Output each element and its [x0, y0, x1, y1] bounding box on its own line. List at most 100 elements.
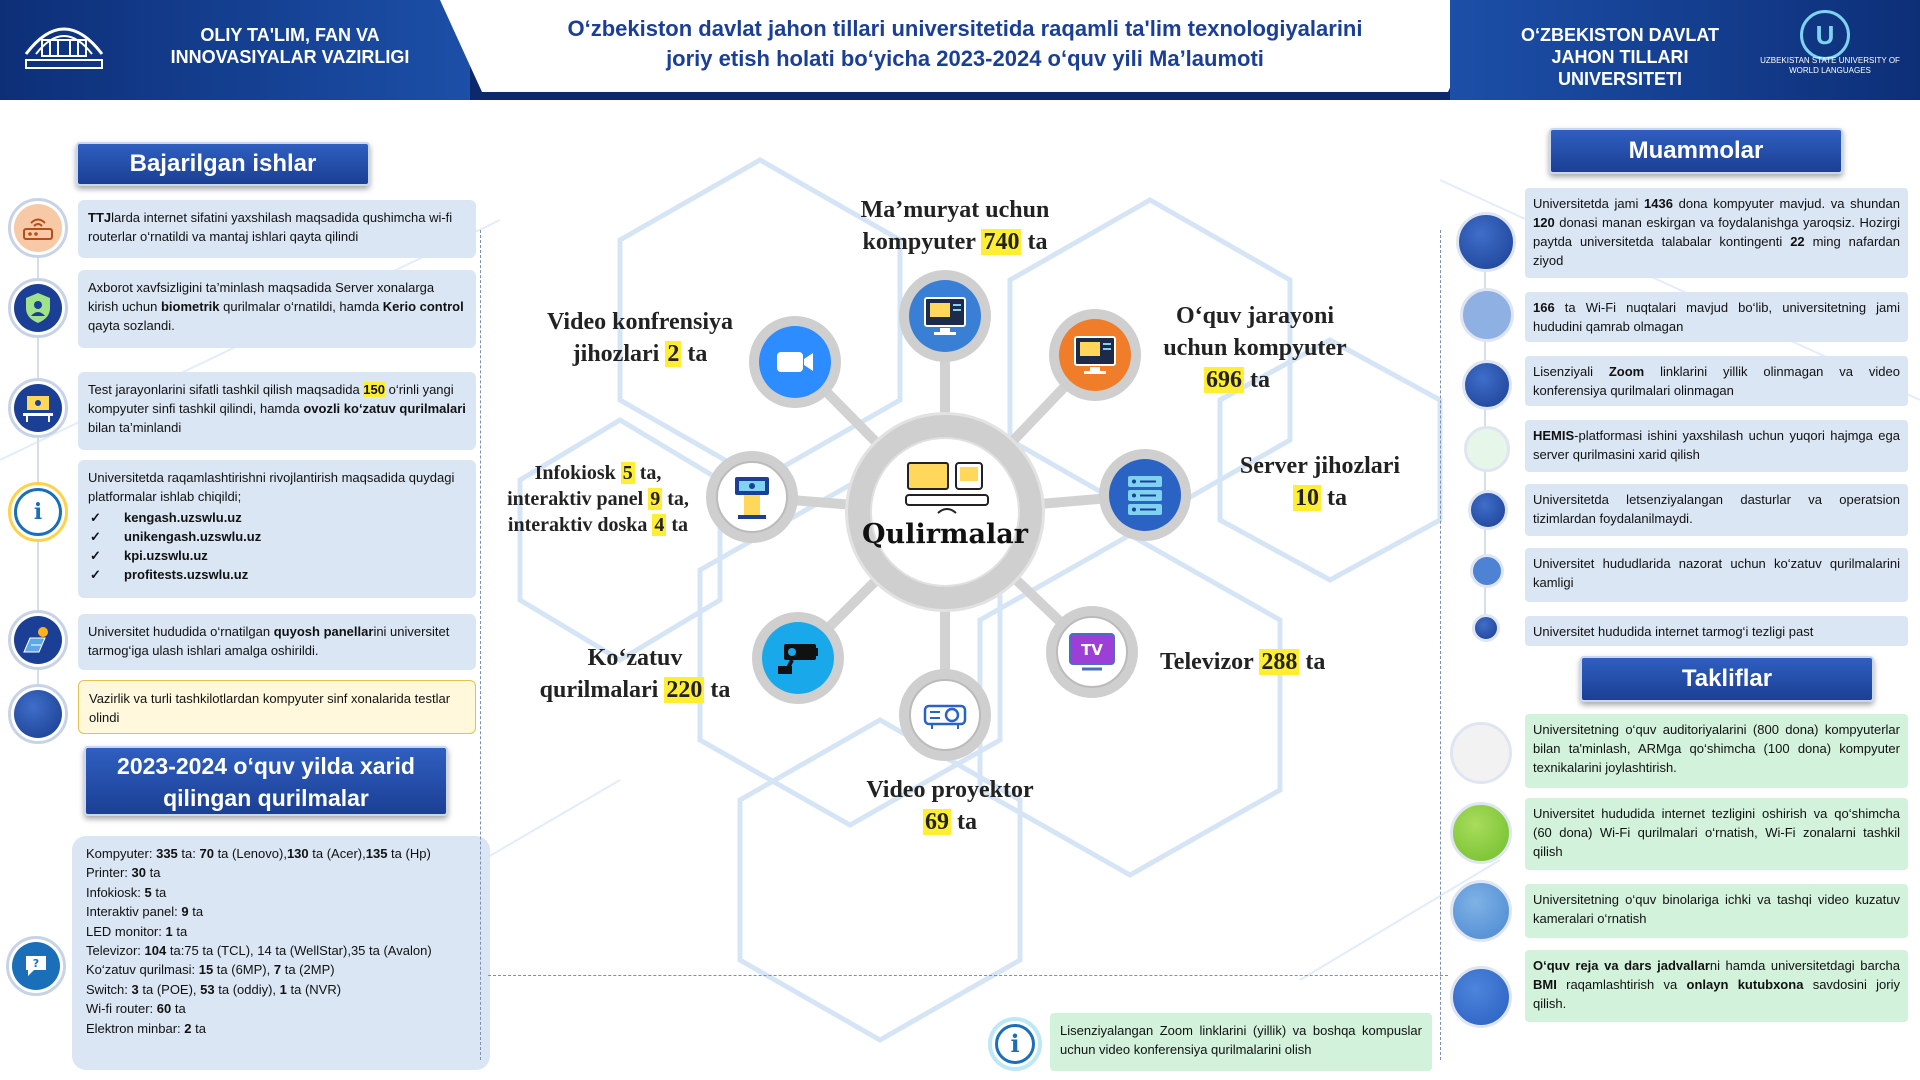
- item2-text-c: qurilmalar o‘rnatildi, hamda: [219, 299, 383, 314]
- purchase-unit: ta (NVR): [286, 981, 342, 997]
- purchase-label: Printer:: [86, 865, 132, 881]
- computer-class-icon: [8, 378, 68, 438]
- node-admin-computers: [899, 270, 991, 362]
- purchase-row-panel: Interaktiv panel: 9 ta: [86, 902, 476, 921]
- monitor-icon: [924, 297, 966, 335]
- purchase-row-minbar: Elektron minbar: 2 ta: [86, 1019, 476, 1038]
- tv-unit: ta: [1299, 649, 1326, 675]
- label-tv: Televizor 288 ta: [1160, 646, 1380, 678]
- board-unit: ta: [666, 514, 689, 536]
- purchase-value: 135: [365, 846, 388, 861]
- purchase-row-infokiosk: Infokiosk: 5 ta: [86, 883, 476, 902]
- proposal-marker-2: [1450, 802, 1512, 864]
- purchase-unit: ta: [171, 1001, 186, 1017]
- purchase-unit: ta (oddiy),: [214, 981, 280, 997]
- item4-text: Universitetda raqamlashtirishni rivojlan…: [88, 470, 455, 504]
- solar-panel-icon: [8, 610, 68, 670]
- purchase-value: 1: [165, 923, 173, 939]
- purchase-unit: ta (6MP),: [213, 962, 274, 978]
- proposal-item-3: Universitetning o‘quv binolariga ichki v…: [1525, 884, 1908, 938]
- projector-unit: ta: [951, 809, 977, 835]
- proposal-marker-3: [1450, 880, 1512, 942]
- purchase-value: 5: [144, 884, 152, 900]
- platform-link-kengash[interactable]: kengash.uzswlu.uz: [88, 508, 466, 527]
- purchase-row-tv: Televizor: 104 ta:75 ta (TCL), 14 ta (We…: [86, 941, 476, 960]
- p1-text: Universitetda jami: [1533, 196, 1645, 211]
- purchase-unit: ta:75 ta (TCL), 14 ta (WellStar),35 ta (…: [166, 943, 432, 959]
- platform-link-unikengash[interactable]: unikengash.uzswlu.uz: [88, 527, 466, 546]
- university-header: O‘ZBEKISTON DAVLAT JAHON TILLARI UNIVERS…: [1450, 0, 1920, 100]
- purchase-unit: ta: [191, 1020, 206, 1036]
- platform-link-kpi[interactable]: kpi.uzswlu.uz: [88, 546, 466, 565]
- left-divider: [480, 230, 481, 1060]
- platform-link-profitests[interactable]: profitests.uzswlu.uz: [88, 565, 466, 584]
- server-icon: [1128, 476, 1162, 515]
- p6-text: Universitet hududlarida nazorat uchun ko…: [1533, 556, 1900, 590]
- edu-label-line2: uchun kompyuter: [1163, 335, 1347, 361]
- problem-item-6: Universitet hududlarida nazorat uchun ko…: [1525, 548, 1908, 602]
- item3-bold-b: 150: [363, 382, 385, 397]
- completed-item-6: Vazirlik va turli tashkilotlardan kompyu…: [78, 680, 476, 734]
- node-server: [1099, 449, 1191, 541]
- purchase-unit: ta: [145, 865, 161, 881]
- router-icon: [8, 198, 68, 258]
- s3-text: Universitetning o‘quv binolariga ichki v…: [1533, 892, 1900, 926]
- node-camera: [752, 612, 844, 704]
- problem-marker-7: [1472, 614, 1500, 642]
- proposal-item-1: Universitetning o‘quv auditoriyalarini (…: [1525, 714, 1908, 788]
- purchase-value: 2: [184, 1020, 192, 1036]
- ministry-header: OLIY TA'LIM, FAN VA INNOVASIYALAR VAZIRL…: [0, 0, 470, 100]
- problem-item-7: Universitet hududida internet tarmog‘i t…: [1525, 616, 1908, 646]
- hub-label: Qulirmalar: [862, 519, 1028, 550]
- item3-text-e: bilan ta’minlandi: [88, 420, 182, 435]
- item3-bold-d: ovozli ko‘zatuv qurilmalari: [303, 401, 466, 416]
- label-admin-computers: Ma’muryat uchun kompyuter 740 ta: [820, 194, 1090, 258]
- purchase-unit: ta (POE),: [138, 981, 201, 997]
- proposal-item-4: O‘quv reja va dars jadvallarni hamda uni…: [1525, 950, 1908, 1022]
- label-kiosk: Infokiosk 5 ta, interaktiv panel 9 ta, i…: [498, 460, 698, 538]
- projector-label-line1: Video proyektor: [866, 777, 1034, 803]
- purchase-label: Televizor:: [86, 943, 145, 959]
- item3-text-a: Test jarayonlarini sifatli tashkil qilis…: [88, 382, 364, 397]
- svg-text:TV: TV: [1081, 641, 1103, 659]
- edu-unit: ta: [1244, 367, 1270, 393]
- chat-glyph: ?: [26, 956, 46, 976]
- s4-text: savdosini joriy qilish.: [1533, 977, 1900, 1011]
- purchase-value: 1: [279, 981, 287, 997]
- projector-count: 69: [923, 809, 951, 835]
- item1-text: larda internet sifatini yaxshilash maqsa…: [88, 210, 453, 244]
- tv-label: Televizor: [1160, 649, 1260, 675]
- problem-marker-5: [1468, 490, 1508, 530]
- item2-text-e: qayta sozlandi.: [88, 318, 175, 333]
- camera-count: 220: [664, 677, 705, 703]
- purchase-unit: ta: [188, 904, 204, 920]
- kiosk-count: 5: [620, 462, 635, 484]
- p1-value: 22: [1790, 234, 1805, 249]
- security-shield-icon: [8, 278, 68, 338]
- s4-text: ni hamda universitetdagi barcha: [1709, 958, 1900, 973]
- kiosk-unit: ta,: [634, 462, 662, 484]
- purchase-unit: ta: [151, 884, 167, 900]
- purchases-title-line2: qilingan qurilmalar: [163, 785, 369, 811]
- completed-work-title: Bajarilgan ishlar: [76, 142, 370, 186]
- problem-marker-1: [1456, 212, 1516, 272]
- purchases-list: Kompyuter: 335 ta: 70 ta (Lenovo),130 ta…: [72, 836, 490, 1070]
- s4-bold: O‘quv reja va dars jadvallar: [1533, 958, 1710, 973]
- purchase-row-printer: Printer: 30 ta: [86, 863, 476, 882]
- infokiosk-icon: [735, 477, 769, 519]
- purchase-unit: ta (Hp): [387, 846, 431, 861]
- node-edu-computers: [1049, 309, 1141, 401]
- item2-text-a: Axborot xavfsizligini ta’minlash maqsadi…: [88, 280, 435, 314]
- ministry-title: OLIY TA'LIM, FAN VA INNOVASIYALAR VAZIRL…: [170, 25, 410, 67]
- computer-class-glyph: [23, 396, 53, 422]
- purchase-value: 60: [156, 1001, 172, 1017]
- problem-marker-3: [1462, 360, 1512, 410]
- proposals-title: Takliflar: [1580, 656, 1874, 702]
- tv-count: 288: [1259, 649, 1300, 675]
- bottom-divider: [488, 975, 1448, 976]
- p2-text: ta Wi-Fi nuqtalari mavjud bo‘lib, univer…: [1533, 300, 1900, 334]
- problem-item-5: Universitetda letsenziyalangan dasturlar…: [1525, 484, 1908, 536]
- purchase-label: Infokiosk:: [86, 884, 145, 900]
- right-divider: [1440, 230, 1441, 1060]
- purchase-row-camera: Ko‘zatuv qurilmasi: 15 ta (6MP), 7 ta (2…: [86, 960, 476, 979]
